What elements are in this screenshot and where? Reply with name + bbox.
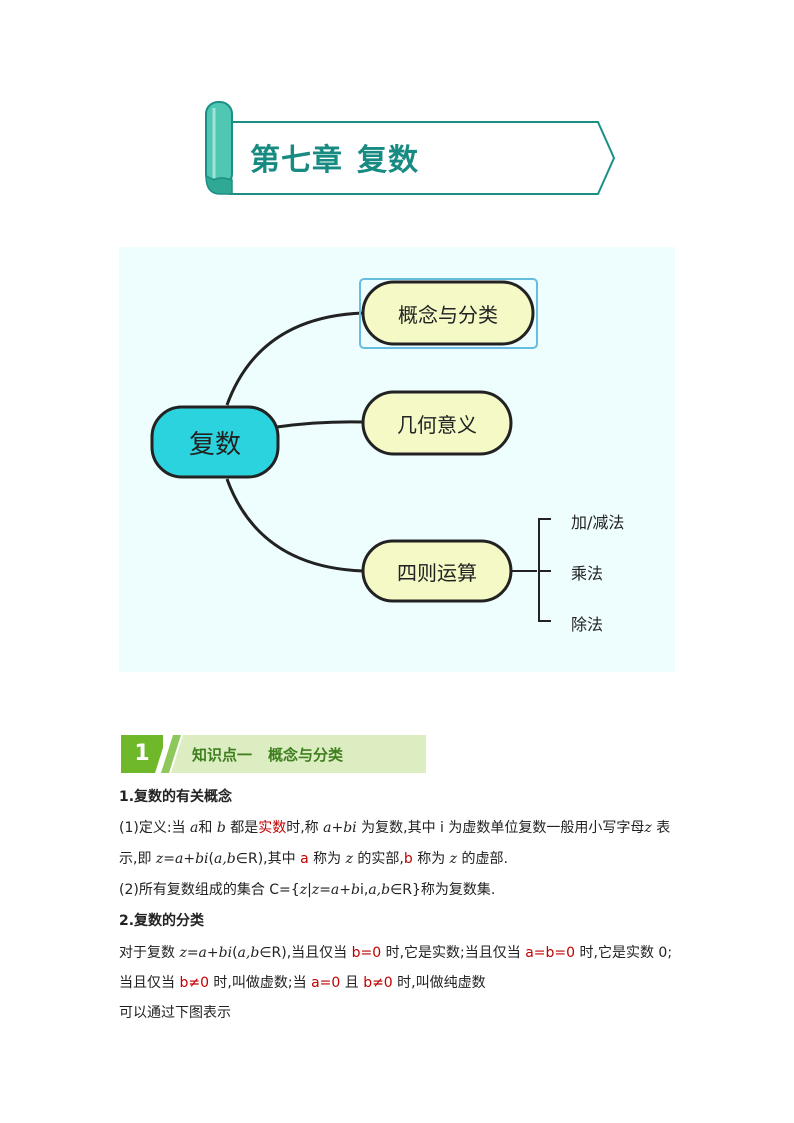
banner-scroll-curl [205,174,233,195]
mind-map: 复数 概念与分类 几何意义 四则运算 加/减法 乘法 除法 [119,247,675,672]
section-header [121,735,426,773]
chapter-title: 第七章复数 [250,139,419,183]
root-node-label: 复数 [188,429,241,460]
section-number: 1 [134,741,150,766]
leaf-multiply[interactable]: 乘法 [571,564,604,583]
connector-ops-bracket [538,518,551,622]
concept-node-selection [359,278,538,349]
heading-concepts: 1.复数的有关概念 [119,789,233,805]
section-header-bar [161,735,426,773]
geometry-node-label[interactable]: 几何意义 [397,412,477,437]
definition-line-2: 示,即 z=a+bi(a,b∈R),其中 a 称为 z 的实部,b 称为 z 的… [119,851,508,867]
complex-set-line: (2)所有复数组成的集合 C={z|z=a+bi,a,b∈R}称为复数集. [119,882,496,898]
section-title: 知识点一概念与分类 [192,735,343,773]
banner-scroll-body [205,101,233,187]
section-topic: 概念与分类 [268,746,344,764]
leaf-divide[interactable]: 除法 [571,615,604,634]
definition-line-1: (1)定义:当 a和 b 都是实数时,称 a+bi 为复数,其中 i 为虚数单位… [119,820,671,836]
operations-node-label[interactable]: 四则运算 [397,560,477,585]
connector-root-geometry [276,420,364,429]
geometry-node-shape [361,390,513,456]
classification-line-1: 对于复数 z=a+bi(a,b∈R),当且仅当 b=0 时,它是实数;当且仅当 … [119,945,673,961]
concept-node-label[interactable]: 概念与分类 [398,302,498,327]
section-label: 知识点一 [192,746,253,764]
diagram-intro-line: 可以通过下图表示 [119,1005,231,1021]
root-node-shape [150,405,280,479]
leaf-add-subtract[interactable]: 加/减法 [571,513,625,532]
chapter-name: 复数 [357,143,419,178]
section-number-box [121,735,163,773]
operations-node-shape [361,539,513,603]
chapter-number: 第七章 [250,143,343,178]
concept-node-shape [361,280,535,346]
mind-map-connectors [150,278,551,622]
connector-root-operations [225,478,364,573]
chapter-banner [205,101,616,195]
classification-line-2: 当且仅当 b≠0 时,叫做虚数;当 a=0 且 b≠0 时,叫做纯虚数 [119,975,486,991]
heading-classification: 2.复数的分类 [119,913,205,929]
connector-root-concept [225,311,364,406]
